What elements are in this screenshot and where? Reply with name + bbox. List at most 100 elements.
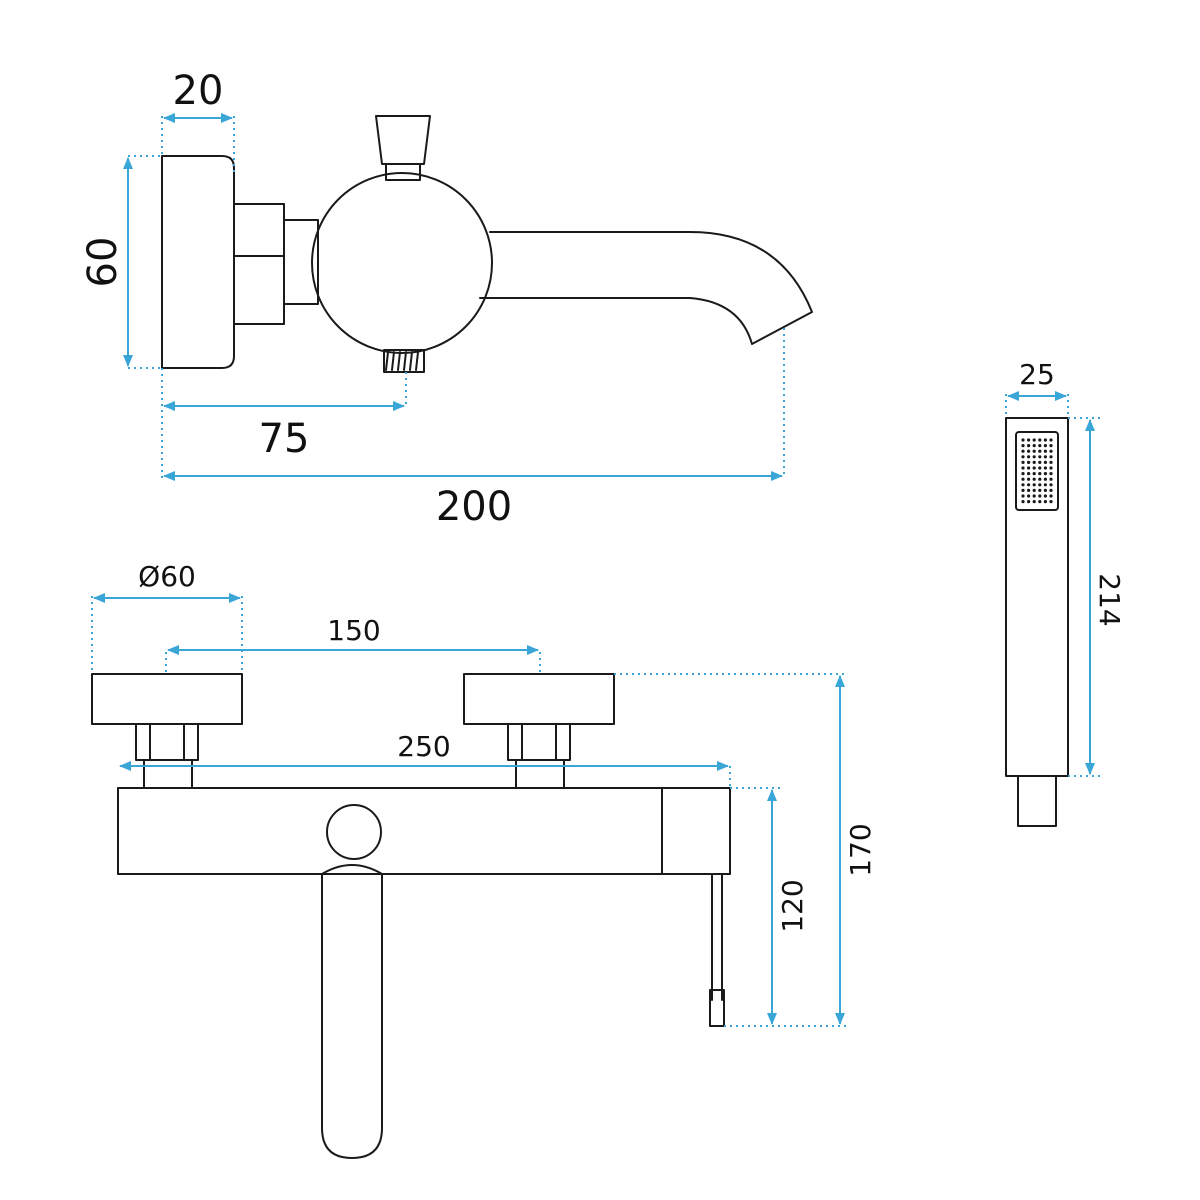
dim-total-height: 170	[614, 673, 877, 1025]
spray-nozzle	[1032, 444, 1036, 448]
side-view: 20 60 75 200	[80, 68, 813, 530]
cover-plate-right	[463, 673, 615, 725]
dim-center-distance: 150	[165, 614, 541, 674]
dim-flange-depth: 20	[161, 68, 235, 172]
threaded-outlet	[383, 349, 425, 373]
spray-nozzle	[1027, 449, 1031, 453]
dim-spout-reach: 200	[163, 328, 785, 530]
dim-shower-width: 25	[1005, 358, 1069, 418]
spray-nozzle	[1043, 494, 1047, 498]
mixer-body-front	[117, 787, 731, 875]
diverter-stem	[385, 163, 421, 181]
dim-flange-height: 60	[80, 155, 162, 369]
spray-nozzle	[1043, 488, 1047, 492]
spray-nozzle	[1027, 488, 1031, 492]
cover-plate-left	[91, 673, 243, 725]
spray-nozzle	[1032, 488, 1036, 492]
spray-nozzle	[1043, 455, 1047, 459]
spray-nozzle	[1021, 449, 1025, 453]
mixer-body-side	[311, 172, 493, 354]
spray-nozzle	[1021, 500, 1025, 504]
spray-face	[1015, 431, 1059, 511]
spray-nozzle	[1021, 455, 1025, 459]
spray-nozzle	[1027, 438, 1031, 442]
spray-nozzle	[1038, 444, 1042, 448]
hex-nut-right	[507, 723, 571, 761]
spray-nozzle	[1043, 444, 1047, 448]
spray-nozzle	[1027, 494, 1031, 498]
dim-inlet-distance: 75	[161, 368, 407, 478]
label-200: 200	[436, 484, 512, 530]
spray-nozzle	[1032, 466, 1036, 470]
spray-nozzle	[1027, 460, 1031, 464]
connector-pipe	[283, 219, 319, 305]
thread-lines	[385, 351, 419, 371]
diverter-button	[326, 804, 382, 860]
spray-nozzles	[1021, 438, 1053, 504]
label-250: 250	[397, 730, 450, 763]
spray-nozzle	[1027, 444, 1031, 448]
spray-nozzle	[1049, 444, 1053, 448]
label-75: 75	[259, 416, 310, 462]
spout-front	[321, 873, 383, 1159]
dim-lever-height: 120	[724, 787, 846, 1027]
hex-nut-left	[135, 723, 199, 761]
spray-nozzle	[1038, 449, 1042, 453]
wall-flange	[161, 155, 235, 369]
spray-nozzle	[1038, 460, 1042, 464]
spray-nozzle	[1032, 483, 1036, 487]
spray-nozzle	[1043, 472, 1047, 476]
dim-shower-length: 214	[1068, 417, 1126, 777]
spray-nozzle	[1049, 500, 1053, 504]
spray-nozzle	[1021, 494, 1025, 498]
spray-nozzle	[1038, 494, 1042, 498]
spray-nozzle	[1049, 455, 1053, 459]
label-d60: Ø60	[138, 560, 196, 593]
spray-nozzle	[1032, 460, 1036, 464]
spray-nozzle	[1038, 455, 1042, 459]
diverter-knob	[375, 115, 431, 165]
spray-nozzle	[1043, 477, 1047, 481]
label-170: 170	[844, 823, 877, 876]
spray-nozzle	[1038, 438, 1042, 442]
spray-nozzle	[1049, 494, 1053, 498]
label-25: 25	[1019, 358, 1055, 391]
hand-shower: 25 214	[1005, 358, 1126, 827]
spray-nozzle	[1021, 460, 1025, 464]
spray-nozzle	[1027, 472, 1031, 476]
label-20: 20	[173, 68, 224, 114]
spray-nozzle	[1027, 500, 1031, 504]
spray-nozzle	[1021, 438, 1025, 442]
spray-nozzle	[1032, 455, 1036, 459]
spout	[479, 231, 813, 345]
spray-nozzle	[1043, 483, 1047, 487]
spray-nozzle	[1038, 472, 1042, 476]
spray-nozzle	[1049, 477, 1053, 481]
dim-body-width: 250	[119, 730, 731, 788]
hex-nut	[233, 203, 285, 325]
spray-nozzle	[1027, 466, 1031, 470]
spray-nozzle	[1043, 466, 1047, 470]
spray-nozzle	[1027, 483, 1031, 487]
spray-nozzle	[1032, 500, 1036, 504]
spray-nozzle	[1021, 488, 1025, 492]
spray-nozzle	[1038, 477, 1042, 481]
label-150: 150	[327, 614, 380, 647]
dim-cover-diameter: Ø60	[91, 560, 243, 674]
spray-nozzle	[1027, 477, 1031, 481]
spray-nozzle	[1049, 460, 1053, 464]
label-214: 214	[1093, 573, 1126, 626]
spray-nozzle	[1043, 438, 1047, 442]
label-60: 60	[80, 237, 126, 288]
spray-nozzle	[1021, 466, 1025, 470]
front-view: Ø60 150 250 120 170	[91, 560, 877, 1159]
spray-nozzle	[1049, 438, 1053, 442]
spray-nozzle	[1032, 449, 1036, 453]
spray-nozzle	[1043, 449, 1047, 453]
spray-nozzle	[1021, 444, 1025, 448]
spray-nozzle	[1021, 472, 1025, 476]
spray-nozzle	[1038, 488, 1042, 492]
spray-nozzle	[1049, 449, 1053, 453]
